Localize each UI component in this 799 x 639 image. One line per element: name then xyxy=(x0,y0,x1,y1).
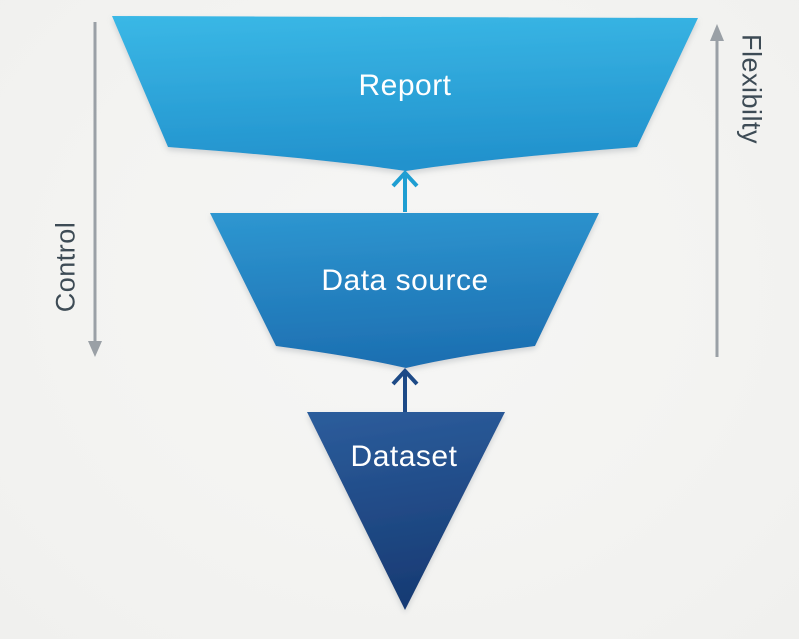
data-source-label: Data source xyxy=(321,264,489,297)
control-axis-arrow xyxy=(88,22,102,357)
dataset-shape xyxy=(307,412,505,610)
dataset-label: Dataset xyxy=(350,440,458,473)
connector-arrow-upper xyxy=(391,170,419,212)
upper-arrow-head-icon xyxy=(391,170,419,188)
flexibility-axis-arrow xyxy=(710,24,724,357)
down-arrow-icon xyxy=(88,341,102,357)
data-source-shape xyxy=(210,213,599,368)
report-shape xyxy=(112,16,698,171)
flexibility-axis-label: Flexibilty xyxy=(736,33,767,145)
up-arrow-icon xyxy=(710,24,724,41)
lower-arrow-head-icon xyxy=(391,368,419,386)
connector-arrow-lower xyxy=(391,368,419,412)
report-label: Report xyxy=(358,69,452,102)
control-axis-label: Control xyxy=(50,221,81,313)
